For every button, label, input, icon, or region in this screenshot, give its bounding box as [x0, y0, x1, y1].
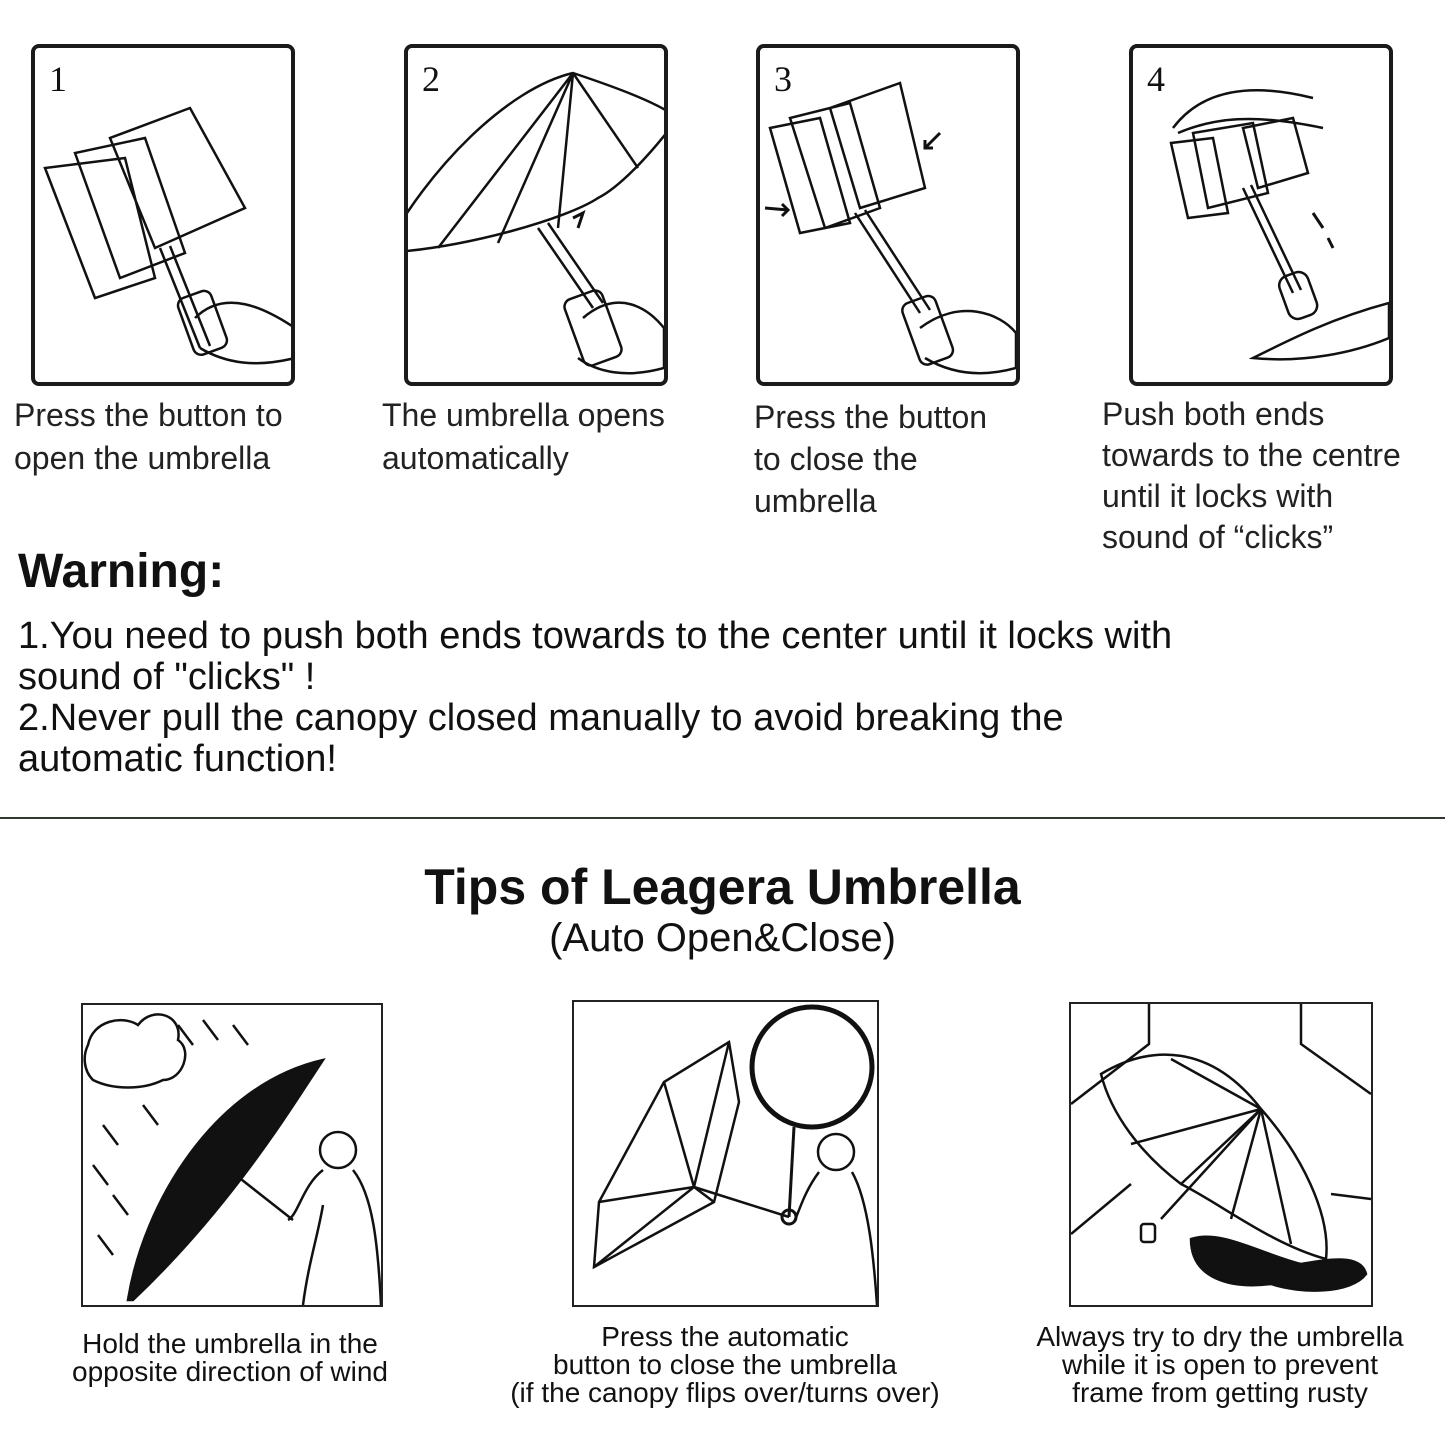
- warning-line: sound of "clicks" !: [18, 656, 316, 698]
- tip-3-panel: [1069, 1002, 1373, 1307]
- warning-line: 2.Never pull the canopy closed manually …: [18, 697, 1064, 739]
- tips-title: Tips of Leagera Umbrella: [424, 859, 1021, 915]
- wind-umbrella-illustration: [83, 1013, 381, 1305]
- step-3-caption: Press the button to close the umbrella: [754, 399, 988, 519]
- section-divider: [0, 817, 1445, 819]
- step-3-panel: 3: [756, 44, 1020, 386]
- close-umbrella-press-illustration: [764, 81, 1016, 375]
- warning-line: 1.You need to push both ends towards to …: [18, 615, 1173, 657]
- warning-line: automatic function!: [18, 738, 337, 780]
- push-ends-illustration: [1169, 89, 1389, 361]
- open-umbrella-illustration: [408, 71, 664, 375]
- step-1-caption: Press the button to open the umbrella: [14, 397, 283, 476]
- tip-3-caption: Always try to dry the umbrella while it …: [1036, 1321, 1404, 1408]
- step-4-panel: 4: [1129, 44, 1393, 386]
- warning-title: Warning:: [18, 545, 225, 598]
- step-2-panel: 2: [404, 44, 668, 386]
- step-2-caption: The umbrella opens automatically: [382, 397, 665, 476]
- tips-subtitle: (Auto Open&Close): [549, 916, 896, 960]
- closed-umbrella-press-illustration: [43, 106, 291, 365]
- tip-1-panel: [81, 1003, 383, 1307]
- tip-1-caption: Hold the umbrella in the opposite direct…: [72, 1328, 388, 1387]
- step-number: 4: [1147, 59, 1165, 99]
- step-number: 2: [422, 59, 440, 99]
- tip-2-caption: Press the automatic button to close the …: [510, 1321, 940, 1408]
- flipped-umbrella-illustration: [592, 1004, 877, 1305]
- step-number: 1: [49, 59, 67, 99]
- drying-umbrella-illustration: [1071, 1004, 1371, 1292]
- tip-2-panel: [572, 1000, 879, 1307]
- step-4-caption: Push both ends towards to the centre unt…: [1102, 396, 1401, 555]
- step-number: 3: [774, 59, 792, 99]
- step-1-panel: 1: [31, 44, 295, 386]
